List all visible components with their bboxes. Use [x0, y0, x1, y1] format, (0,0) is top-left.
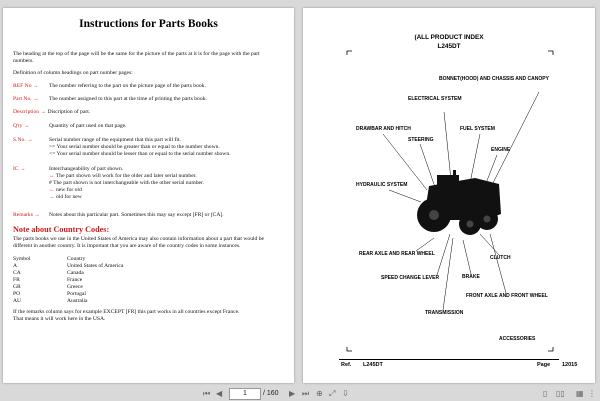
previous-page-icon[interactable]: ◀ [216, 389, 223, 398]
code-symbol: PO [13, 291, 21, 297]
footer-model: L245DT [363, 362, 383, 368]
code-country: Canada [67, 270, 84, 276]
sno-greater: >= Your serial number should be greater … [49, 144, 220, 150]
arrow-right-icon: → [20, 166, 26, 172]
arrow-left-icon: ← [49, 187, 55, 193]
remarks-note-2: That means it will work here in the USA. [13, 316, 106, 322]
zoom-icon[interactable]: ⊕ [316, 389, 323, 398]
page-title: Instructions for Parts Books [79, 18, 218, 30]
code-country: United States of America [67, 263, 124, 269]
ic-text: Interchangeability of part shown. [49, 166, 124, 172]
arrow-right-icon: → [49, 194, 55, 200]
arrow-right-icon: → [34, 212, 40, 218]
next-page-icon[interactable]: ▶ [289, 389, 296, 398]
ic-old-for-new: → old for new [49, 194, 82, 200]
page-number-input[interactable]: 1 [229, 388, 261, 400]
index-header: (ALL PRODUCT INDEX [414, 34, 484, 41]
code-country: Greece [67, 284, 83, 290]
arrow-right-icon: → [32, 83, 39, 89]
label-drawbar[interactable]: DRAWBAR AND HITCH [356, 126, 411, 132]
instructions-page: Instructions for Parts Books The heading… [3, 8, 294, 383]
country-codes-heading: Note about Country Codes: [13, 225, 110, 234]
leader-lines [382, 91, 540, 311]
code-symbol: FR [13, 277, 20, 283]
remarks-label: Remarks → [13, 212, 40, 218]
ic-label: IC → [13, 166, 26, 172]
definition-heading: Definition of column headings on part nu… [13, 70, 133, 76]
description-label: Description → Discription of part. [13, 109, 91, 115]
product-index-page: (ALL PRODUCT INDEX L245DT [303, 8, 595, 383]
last-page-icon[interactable]: ⏭ [302, 389, 310, 398]
ref-label: REF No → [13, 83, 39, 89]
label-fuel[interactable]: FUEL SYSTEM [460, 126, 495, 132]
more-options-icon[interactable]: ⋮ [588, 389, 596, 398]
intro-line-1: The heading at the top of the page will … [13, 51, 260, 57]
footer-page-label: Page [537, 362, 551, 368]
label-front-axle[interactable]: FRONT AXLE AND FRONT WHEEL [466, 293, 548, 299]
remarks-note-1: If the remarks column says for example E… [13, 309, 240, 315]
code-symbol: AU [13, 298, 22, 304]
label-clutch[interactable]: CLUTCH [490, 255, 511, 261]
tractor-silhouette [417, 170, 501, 235]
page-total: / 160 [263, 390, 279, 397]
footer-ref: Ref. [341, 362, 352, 368]
part-text: The number assigned to this part at the … [49, 96, 207, 102]
ic-not: # The part shown is not interchangeable … [49, 180, 204, 186]
download-icon[interactable]: ⇩ [342, 389, 349, 398]
qty-label: Q'ty → [13, 123, 30, 129]
label-transmission[interactable]: TRANSMISSION [425, 310, 464, 316]
label-speed-change-lever[interactable]: SPEED CHANGE LEVER [381, 275, 440, 281]
sno-label: S.No. → [13, 137, 33, 143]
corner-marks [346, 50, 554, 352]
arrow-right-icon: → [40, 109, 47, 115]
single-page-view-icon[interactable]: ▯ [543, 389, 548, 398]
first-page-icon[interactable]: ⏮ [203, 389, 211, 398]
double-page-view-icon[interactable]: ▯▯ [556, 389, 565, 398]
ic-both: ↔ The part shown will work for the older… [49, 173, 197, 179]
sno-text: Serial number range of the equipment tha… [49, 137, 181, 143]
model-header: L245DT [437, 43, 461, 50]
grid-view-icon[interactable]: ▦ [576, 389, 584, 398]
label-engine[interactable]: ENGINE [491, 147, 511, 153]
code-country: Portugal [67, 291, 86, 297]
country-text-1: The parts books we use in the United Sta… [13, 236, 265, 242]
label-rear-axle[interactable]: REAR AXLE AND REAR WHEEL [359, 251, 435, 257]
ic-new-for-old: ← new for old [49, 187, 82, 193]
footer-rule [339, 359, 559, 360]
qty-text: Quantity of part used on that page. [49, 123, 127, 129]
viewer-toolbar: ⏮ ◀ 1 / 160 ▶ ⏭ ⊕ ⤢ ⇩ ▯ ▯▯ ▦ ⋮ [0, 386, 600, 401]
ref-text: The number referring to the part on the … [49, 83, 206, 89]
arrow-right-icon: → [33, 96, 39, 102]
remarks-text: Notes about this particular part. Someti… [49, 212, 224, 218]
label-hydraulic[interactable]: HYDRAULIC SYSTEM [356, 182, 408, 188]
arrow-right-icon: → [27, 137, 33, 143]
part-label: Part No. → [13, 96, 39, 102]
code-country: Australia [67, 298, 88, 304]
label-steering[interactable]: STEERING [408, 137, 434, 143]
wheel-hubs [429, 210, 491, 228]
intro-line-2: numbers. [13, 58, 34, 64]
code-symbol: GR [13, 284, 21, 290]
double-arrow-icon: ↔ [49, 173, 55, 179]
fit-page-icon[interactable]: ⤢ [329, 389, 336, 398]
country-text-2: different in another country. It is impo… [13, 243, 241, 249]
sno-lesser: <= Your serial number should be lesser t… [49, 151, 231, 157]
country-header: Country [67, 256, 86, 262]
label-brake[interactable]: BRAKE [462, 274, 480, 280]
label-electrical[interactable]: ELECTRICAL SYSTEM [408, 96, 462, 102]
symbol-header: Symbol [13, 256, 31, 262]
arrow-right-icon: → [23, 123, 30, 129]
tractor-diagram [346, 50, 554, 352]
code-symbol: A [13, 263, 18, 269]
label-accessories[interactable]: ACCESSORIES [499, 336, 536, 342]
footer-page-number: 12015 [562, 362, 578, 368]
code-country: France [67, 277, 83, 283]
code-symbol: CA [13, 270, 21, 276]
label-bonnet[interactable]: BONNET(HOOD) AND CHASSIS AND CANOPY [439, 76, 549, 82]
